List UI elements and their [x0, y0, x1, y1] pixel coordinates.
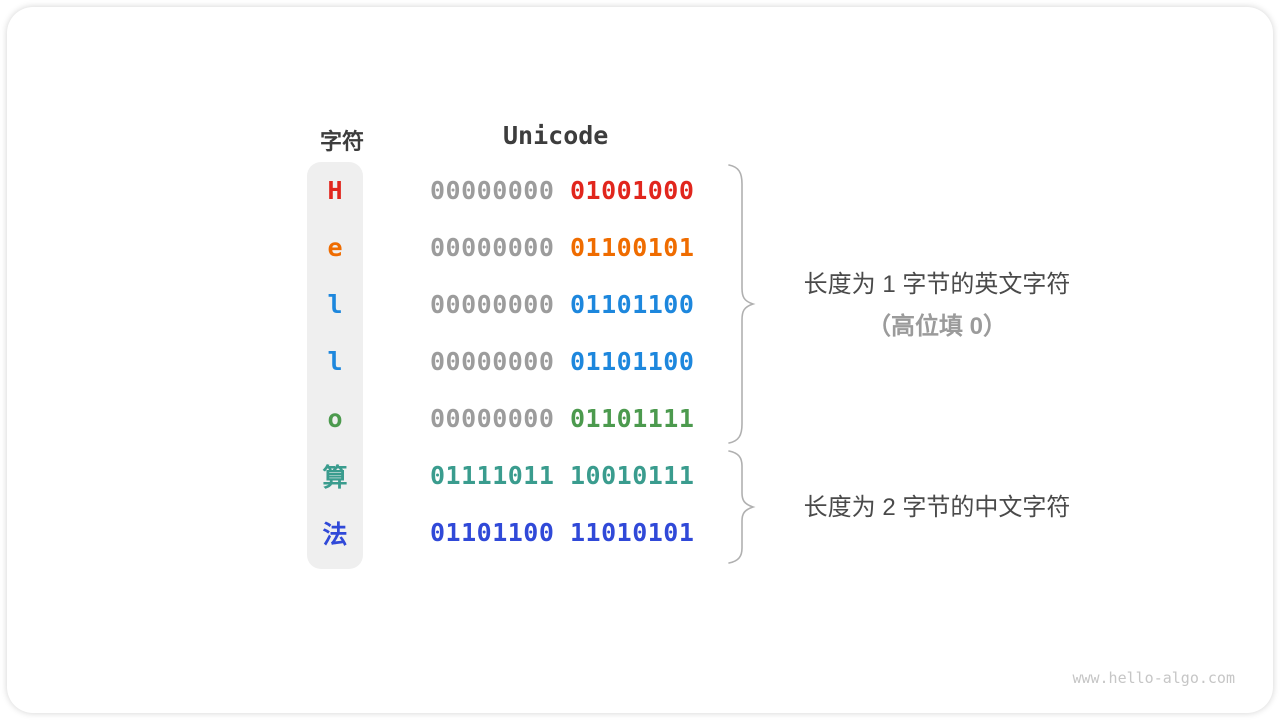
char-cell: 法 — [322, 519, 348, 549]
char-cell: e — [327, 233, 343, 262]
unicode-byte-low: 11010101 — [570, 518, 695, 547]
annotation-english: 长度为 1 字节的英文字符 （高位填 0） — [777, 270, 1097, 342]
char-cell: l — [327, 347, 343, 376]
unicode-byte-low: 01100101 — [570, 233, 695, 262]
char-cell: H — [327, 176, 343, 205]
unicode-byte-high: 00000000 — [430, 290, 555, 319]
unicode-byte-low: 01101100 — [570, 290, 695, 319]
unicode-byte-low: 10010111 — [570, 461, 695, 490]
char-cell: 算 — [322, 462, 348, 492]
unicode-byte-high: 00000000 — [430, 347, 555, 376]
char-column-header: 字符 — [319, 129, 364, 154]
unicode-column-header: Unicode — [503, 121, 609, 150]
table-row: e 00000000 01100101 — [7, 219, 767, 276]
brace-chinese-rows — [728, 450, 756, 564]
char-cell: o — [327, 404, 343, 433]
table-row: 算 01111011 10010111 — [7, 447, 767, 504]
unicode-byte-high: 00000000 — [430, 404, 555, 433]
unicode-byte-high: 01101100 — [430, 518, 555, 547]
unicode-byte-low: 01101100 — [570, 347, 695, 376]
unicode-byte-low: 01001000 — [570, 176, 695, 205]
table-row: H 00000000 01001000 — [7, 162, 767, 219]
watermark: www.hello-algo.com — [1072, 669, 1235, 687]
annotation-english-note: （高位填 0） — [866, 313, 1007, 340]
char-column-background — [307, 162, 363, 569]
unicode-byte-high: 00000000 — [430, 176, 555, 205]
annotation-english-text: 长度为 1 字节的英文字符 — [803, 271, 1071, 298]
char-cell: l — [327, 290, 343, 319]
table-row: l 00000000 01101100 — [7, 276, 767, 333]
unicode-byte-low: 01101111 — [570, 404, 695, 433]
brace-english-rows — [728, 164, 756, 444]
unicode-byte-high: 01111011 — [430, 461, 555, 490]
diagram-card: 字符 Unicode H 00000000 01001000 e 00000000 011… — [7, 7, 1273, 713]
table-row: l 00000000 01101100 — [7, 333, 767, 390]
annotation-chinese-text: 长度为 2 字节的中文字符 — [803, 494, 1071, 521]
table-row: o 00000000 01101111 — [7, 390, 767, 447]
annotation-chinese: 长度为 2 字节的中文字符 — [777, 493, 1097, 523]
unicode-byte-high: 00000000 — [430, 233, 555, 262]
table-row: 法 01101100 11010101 — [7, 504, 767, 561]
